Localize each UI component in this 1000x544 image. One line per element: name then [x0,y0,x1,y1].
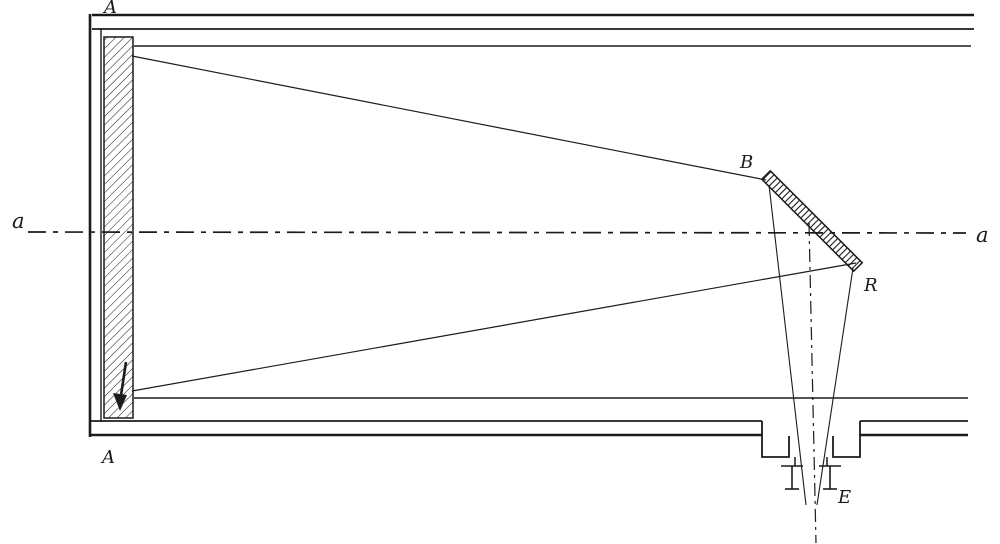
focuser-housing-right [832,421,861,458]
focus-arrow [113,361,128,411]
primary-mirror [103,36,134,419]
label-secondary-top: B [739,152,753,173]
primary-mirror-body [103,36,134,419]
light-ray-lower [131,262,857,392]
label-axis-right: a [976,223,989,247]
label-primary-bottom: A [100,447,115,468]
eyepiece-flange-right [819,465,841,490]
secondary-mirror [760,169,864,273]
label-secondary-bottom: R [863,275,878,296]
secondary-mirror-body [760,169,864,273]
label-axis-left: a [12,209,25,233]
label-eyepiece: E [837,487,851,508]
converging-ray-right [816,267,854,506]
light-ray-upper [131,55,767,181]
focuser-housing-left [761,421,790,458]
eyepiece-assembly [761,421,861,490]
eyepiece-flange-left [781,465,803,490]
reflected-axis [808,222,817,544]
converging-ray-left [768,184,807,506]
telescope-tube [88,13,974,437]
label-primary-top: A [102,0,117,18]
